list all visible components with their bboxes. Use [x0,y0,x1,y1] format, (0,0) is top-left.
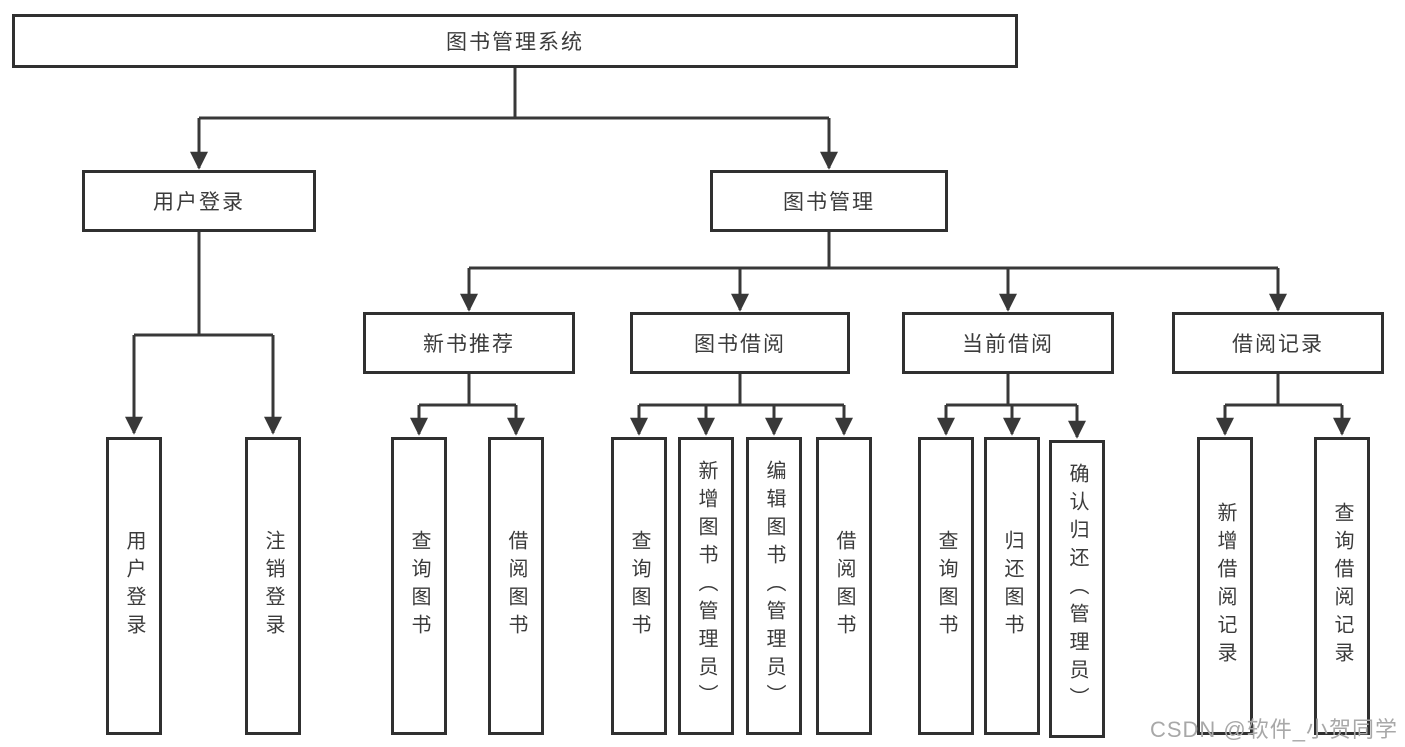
leaf-query-books-current: 查询图书 [918,437,974,735]
leaf-label: 查询图书 [628,530,650,642]
leaf-logout: 注销登录 [245,437,301,735]
leaf-label: 新增借阅记录 [1214,502,1236,670]
leaf-borrow-books-recommend: 借阅图书 [488,437,544,735]
leaf-label: 借阅图书 [505,530,527,642]
csdn-watermark: CSDN @软件_小贺同学 [1149,717,1398,742]
leaf-add-borrow-record: 新增借阅记录 [1197,437,1253,735]
leaf-edit-book-admin: 编辑图书（管理员） [746,437,802,735]
leaf-add-book-admin: 新增图书（管理员） [678,437,734,735]
leaf-return-books: 归还图书 [984,437,1040,735]
leaf-label: 查询图书 [408,530,430,642]
leaf-label: 借阅图书 [833,530,855,642]
leaf-user-login: 用户登录 [106,437,162,735]
node-library-management-system: 图书管理系统 [12,14,1018,68]
leaf-query-borrow-record: 查询借阅记录 [1314,437,1370,735]
leaf-label: 查询借阅记录 [1331,502,1353,670]
leaf-label: 归还图书 [1001,530,1023,642]
node-label: 借阅记录 [1232,333,1324,356]
leaf-label: 确认归还（管理员） [1066,463,1088,715]
leaf-label: 编辑图书（管理员） [763,460,785,712]
node-label: 新书推荐 [423,333,515,356]
leaf-query-books-recommend: 查询图书 [391,437,447,735]
leaf-label: 用户登录 [123,530,145,642]
node-label: 图书借阅 [694,333,786,356]
leaf-confirm-return-admin: 确认归还（管理员） [1049,440,1105,738]
leaf-label: 注销登录 [262,530,284,642]
leaf-borrow-books-borrow: 借阅图书 [816,437,872,735]
node-current-borrowing: 当前借阅 [902,312,1114,374]
node-book-management: 图书管理 [710,170,948,232]
node-borrowing-records: 借阅记录 [1172,312,1384,374]
node-label: 图书管理 [783,191,875,214]
node-user-login: 用户登录 [82,170,316,232]
leaf-query-books-borrow: 查询图书 [611,437,667,735]
node-label: 当前借阅 [962,333,1054,356]
node-label: 图书管理系统 [446,31,584,54]
node-label: 用户登录 [153,191,245,214]
leaf-label: 新增图书（管理员） [695,460,717,712]
node-new-book-recommendation: 新书推荐 [363,312,575,374]
leaf-label: 查询图书 [935,530,957,642]
node-book-borrowing: 图书借阅 [630,312,850,374]
